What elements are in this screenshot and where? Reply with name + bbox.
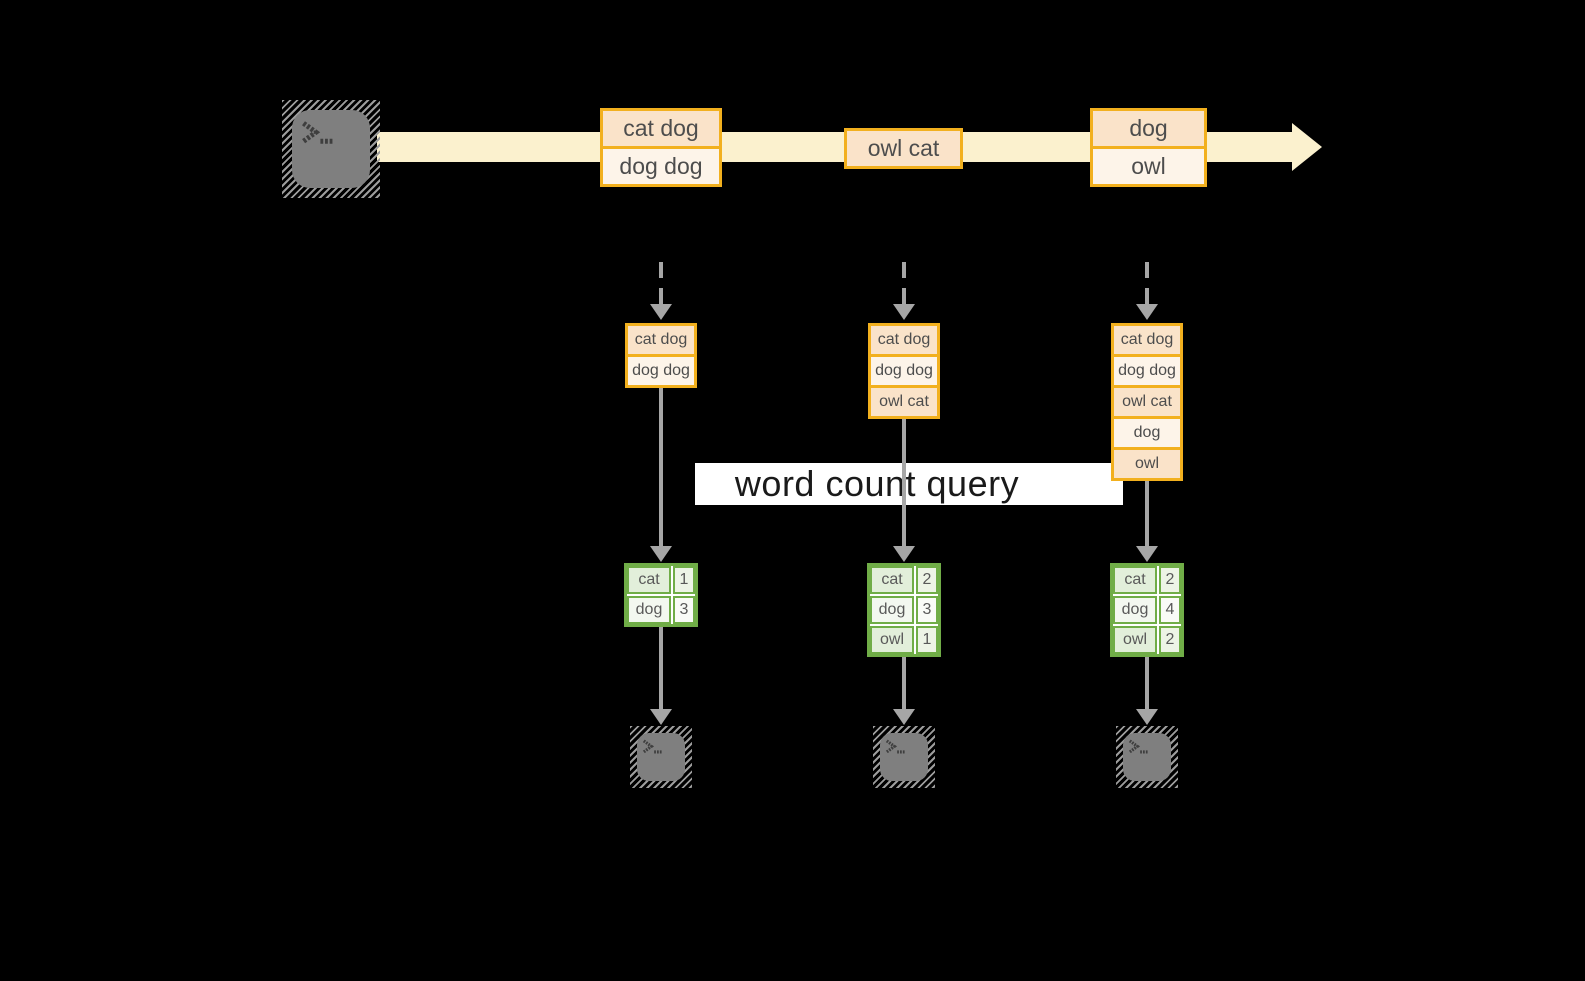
input-row: cat dog (871, 326, 937, 354)
terminal-screen (292, 110, 370, 188)
word-cell: owl (870, 626, 914, 654)
count-cell: 3 (916, 596, 938, 624)
count-cell: 2 (1159, 626, 1181, 654)
accumulated-input-box-1: cat dog dog dog (625, 323, 697, 388)
batch-row: cat dog (603, 111, 719, 146)
query-arrowhead-icon (1136, 546, 1158, 562)
count-cell: 2 (916, 566, 938, 594)
dashed-arrow-line (659, 262, 663, 304)
input-row: dog dog (628, 354, 694, 385)
dashed-arrowhead-icon (650, 304, 672, 320)
sink-arrow-line (1145, 657, 1149, 709)
input-row: owl (1114, 447, 1180, 478)
stream-batch-box-3: dog owl (1090, 108, 1207, 187)
dashed-arrow-line (902, 262, 906, 304)
query-arrow-line (902, 419, 906, 546)
count-cell: 1 (673, 566, 695, 594)
batch-row: owl (1093, 146, 1204, 184)
sink-arrowhead-icon (893, 709, 915, 725)
dashed-arrowhead-icon (1136, 304, 1158, 320)
count-cell: 2 (1159, 566, 1181, 594)
batch-row: dog dog (603, 146, 719, 184)
sink-terminal-icon-2 (873, 726, 935, 788)
word-cell: cat (627, 566, 671, 594)
sink-terminal-icon-3 (1116, 726, 1178, 788)
dashed-arrow-line (1145, 262, 1149, 304)
word-cell: owl (1113, 626, 1157, 654)
count-cell: 1 (916, 626, 938, 654)
batch-row: owl cat (847, 131, 960, 166)
sink-arrow-line (659, 627, 663, 709)
sink-arrowhead-icon (1136, 709, 1158, 725)
terminal-screen (637, 733, 685, 781)
accumulated-input-box-3: cat dog dog dog owl cat dog owl (1111, 323, 1183, 481)
sink-arrow-line (902, 657, 906, 709)
input-row: cat dog (628, 326, 694, 354)
count-cell: 4 (1159, 596, 1181, 624)
count-cell: 3 (673, 596, 695, 624)
word-cell: dog (870, 596, 914, 624)
word-count-table-3: cat 2 dog 4 owl 2 (1110, 563, 1184, 657)
query-label: word count query (734, 463, 1020, 504)
sink-terminal-icon-1 (630, 726, 692, 788)
terminal-prompt-icon (643, 739, 663, 754)
query-arrowhead-icon (650, 546, 672, 562)
input-row: dog (1114, 416, 1180, 447)
word-count-table-2: cat 2 dog 3 owl 1 (867, 563, 941, 657)
terminal-prompt-icon (1129, 739, 1149, 754)
batch-row: dog (1093, 111, 1204, 146)
word-count-table-1: cat 1 dog 3 (624, 563, 698, 627)
query-arrow-line (1145, 481, 1149, 546)
word-cell: cat (870, 566, 914, 594)
terminal-prompt-icon (302, 121, 333, 144)
sink-arrowhead-icon (650, 709, 672, 725)
query-arrowhead-icon (893, 546, 915, 562)
input-row: owl cat (871, 385, 937, 416)
word-cell: cat (1113, 566, 1157, 594)
input-row: dog dog (1114, 354, 1180, 385)
query-banner: word count query (695, 463, 1123, 505)
stream-batch-box-2: owl cat (844, 128, 963, 169)
stream-arrowhead-icon (1292, 123, 1322, 171)
input-row: cat dog (1114, 326, 1180, 354)
terminal-screen (880, 733, 928, 781)
stream-batch-box-1: cat dog dog dog (600, 108, 722, 187)
terminal-prompt-icon (886, 739, 906, 754)
dashed-arrowhead-icon (893, 304, 915, 320)
source-terminal-icon (282, 100, 380, 198)
word-cell: dog (1113, 596, 1157, 624)
terminal-screen (1123, 733, 1171, 781)
accumulated-input-box-2: cat dog dog dog owl cat (868, 323, 940, 419)
word-cell: dog (627, 596, 671, 624)
query-arrow-line (659, 385, 663, 546)
input-row: dog dog (871, 354, 937, 385)
input-row: owl cat (1114, 385, 1180, 416)
